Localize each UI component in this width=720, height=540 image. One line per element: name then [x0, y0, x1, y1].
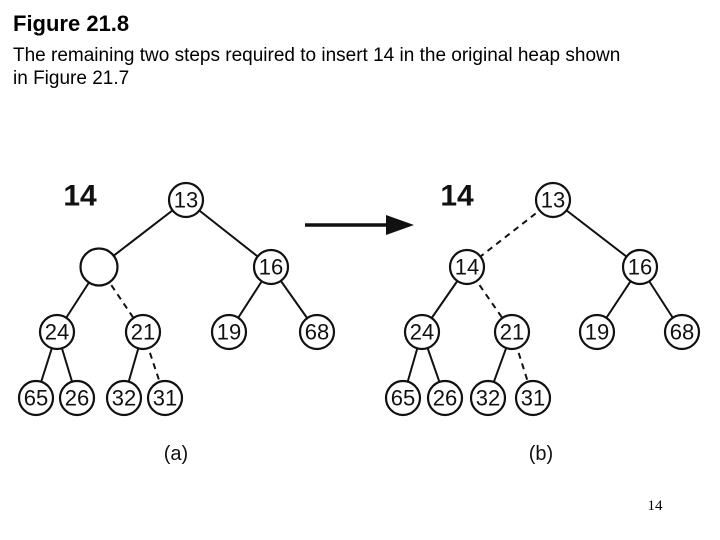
node-label: 32: [112, 386, 136, 411]
node-label: 19: [217, 320, 241, 345]
node-circle: [252, 248, 290, 286]
figure-title: Figure 21.8: [13, 11, 130, 36]
node-circle: [210, 313, 248, 351]
node-label: 26: [65, 386, 89, 411]
node-label: 21: [500, 320, 524, 345]
tree-edge-dashed: [466, 199, 554, 268]
node-circle: [167, 181, 205, 219]
node-circle: [469, 379, 507, 417]
insert-value-label: 14: [63, 180, 97, 213]
node-label: 24: [410, 320, 434, 345]
node-label: 14: [455, 255, 479, 280]
node-label: 65: [391, 386, 415, 411]
insert-value-label: 14: [440, 180, 474, 213]
node-label: 31: [153, 386, 177, 411]
node-label: 24: [45, 320, 69, 345]
tree-caption: (b): [529, 443, 553, 465]
node-label: 68: [305, 320, 329, 345]
node-circle: [384, 379, 422, 417]
node-label: 31: [521, 386, 545, 411]
node-circle: [105, 379, 143, 417]
node-circle: [426, 379, 464, 417]
node-label: 13: [541, 188, 565, 213]
tree-a: 13 16 24 21 19 68 65 26 32 31 14 (a): [17, 180, 336, 465]
node-label: 16: [259, 255, 283, 280]
node-circle: [578, 313, 616, 351]
node-label: 32: [476, 386, 500, 411]
node-circle: [58, 379, 96, 417]
node-label: 13: [174, 188, 198, 213]
node-label: 26: [433, 386, 457, 411]
arrow-head-icon: [386, 215, 414, 235]
page-number: 14: [647, 498, 663, 514]
node-circle: [514, 379, 552, 417]
node-circle: [621, 248, 659, 286]
node-circle: [493, 313, 531, 351]
node-circle: [403, 313, 441, 351]
node-circle: [38, 313, 76, 351]
node-label: 19: [585, 320, 609, 345]
empty-node-circle: [79, 247, 119, 287]
node-circle: [298, 313, 336, 351]
node-label: 65: [24, 386, 48, 411]
subtitle-line-1: The remaining two steps required to inse…: [13, 45, 621, 66]
node-label: 21: [131, 320, 155, 345]
node-circle: [17, 379, 55, 417]
node-circle: [124, 313, 162, 351]
figure-subtitle: The remaining two steps required to inse…: [13, 44, 620, 90]
tree-edge: [552, 199, 641, 268]
node-circle: [448, 248, 486, 286]
node-label: 16: [628, 255, 652, 280]
node-circle: [663, 313, 701, 351]
node-label: 68: [670, 320, 694, 345]
tree-b: 13 14 16 24 21 19 68 65 26 32 31 14 (b): [384, 180, 701, 465]
transition-arrow: [305, 215, 414, 235]
tree-caption: (a): [164, 443, 188, 465]
subtitle-line-2: in Figure 21.7: [13, 68, 130, 89]
node-circle: [534, 181, 572, 219]
header: Figure 21.8 The remaining two steps requ…: [13, 11, 620, 90]
node-circle: [146, 379, 184, 417]
